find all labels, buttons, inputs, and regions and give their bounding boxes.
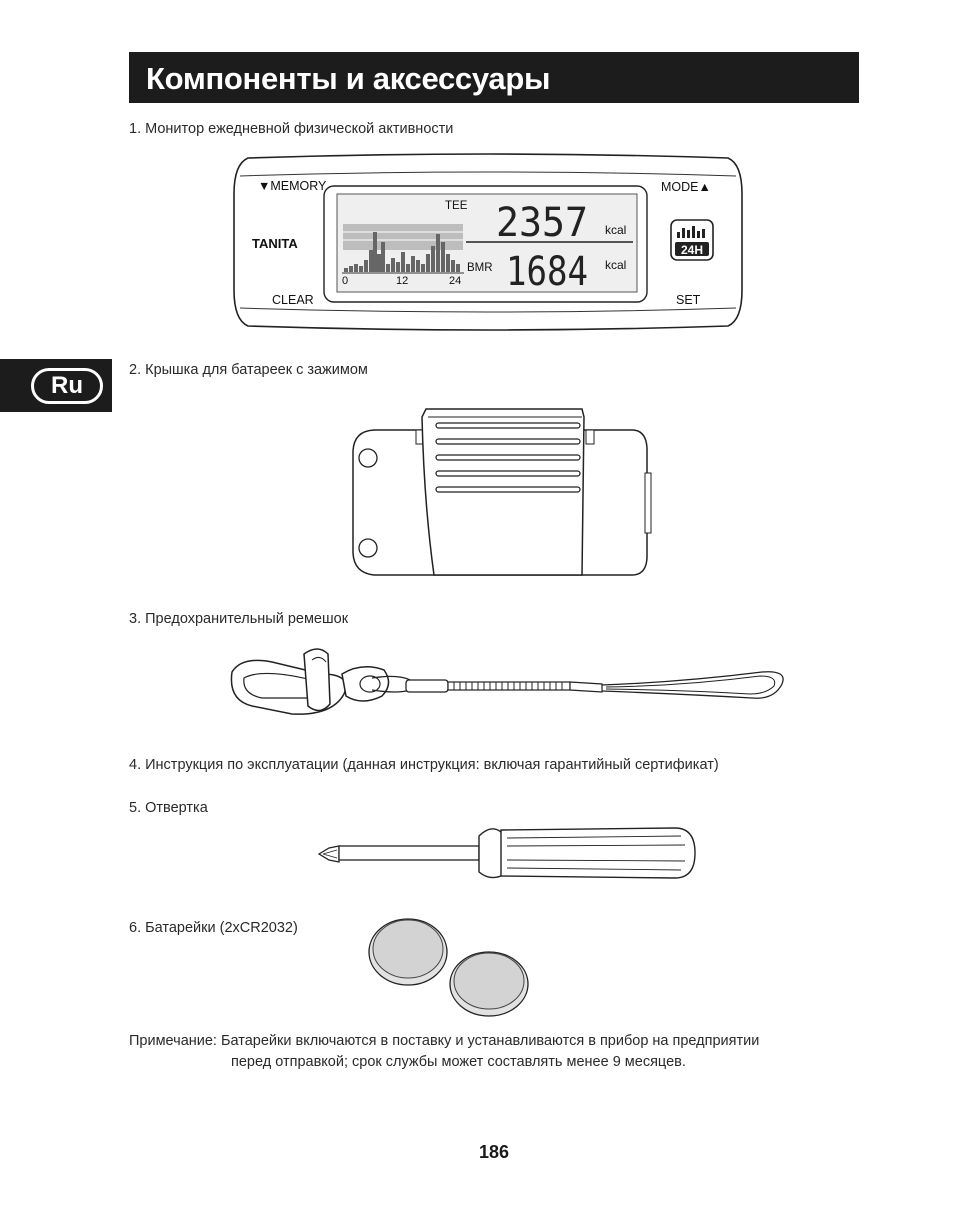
page-number: 186 bbox=[478, 1142, 510, 1162]
batteries-illustration bbox=[368, 918, 529, 1017]
tanita-logo: TANITA bbox=[252, 236, 298, 251]
item-3-label: 3. Предохранительный ремешок bbox=[129, 611, 349, 627]
mode-button-label: MODE▲ bbox=[661, 180, 711, 194]
item-6-label: 6. Батарейки (2xCR2032) bbox=[129, 920, 298, 936]
tee-unit: kcal bbox=[605, 223, 626, 237]
set-button-label: SET bbox=[676, 293, 701, 307]
battery-coin-1 bbox=[368, 918, 448, 986]
bmr-label: BMR bbox=[467, 262, 493, 274]
battery-cover-illustration bbox=[352, 408, 652, 576]
badge-label: 24H bbox=[681, 243, 703, 257]
activity-monitor-illustration: ▼MEMORY MODE▲ TANITA CLEAR SET 0 12 24 T… bbox=[233, 153, 743, 331]
note-line-2: перед отправкой; срок службы может соста… bbox=[231, 1054, 686, 1070]
memory-button-label: ▼MEMORY bbox=[258, 179, 327, 193]
24h-badge-icon: 24H bbox=[670, 219, 714, 261]
language-label: Ru bbox=[31, 368, 103, 404]
safety-strap-illustration bbox=[230, 648, 784, 715]
activity-bars bbox=[344, 232, 460, 272]
item-4-label: 4. Инструкция по эксплуатации (данная ин… bbox=[129, 757, 719, 773]
title-bar: Компоненты и аксессуары bbox=[129, 52, 859, 103]
bmr-unit: kcal bbox=[605, 258, 626, 272]
battery-coin-2 bbox=[449, 951, 529, 1017]
note: Примечание: Батарейки включаются в поста… bbox=[129, 1031, 759, 1073]
bmr-value: 1684 bbox=[506, 249, 588, 295]
note-line-1: Примечание: Батарейки включаются в поста… bbox=[129, 1033, 760, 1049]
clear-button-label: CLEAR bbox=[272, 293, 314, 307]
item-5-label: 5. Отвертка bbox=[129, 800, 208, 816]
tee-value: 2357 bbox=[496, 200, 588, 246]
item-2-label: 2. Крышка для батареек с зажимом bbox=[129, 362, 368, 378]
axis-tick-12: 12 bbox=[396, 275, 408, 287]
tee-label: TEE bbox=[445, 200, 468, 212]
axis-tick-24: 24 bbox=[449, 275, 461, 287]
item-1-label: 1. Монитор ежедневной физической активно… bbox=[129, 121, 454, 137]
screwdriver-illustration bbox=[317, 827, 696, 879]
language-tab: Ru bbox=[0, 359, 112, 412]
axis-tick-0: 0 bbox=[342, 275, 348, 287]
page-title: Компоненты и аксессуары bbox=[146, 61, 551, 96]
